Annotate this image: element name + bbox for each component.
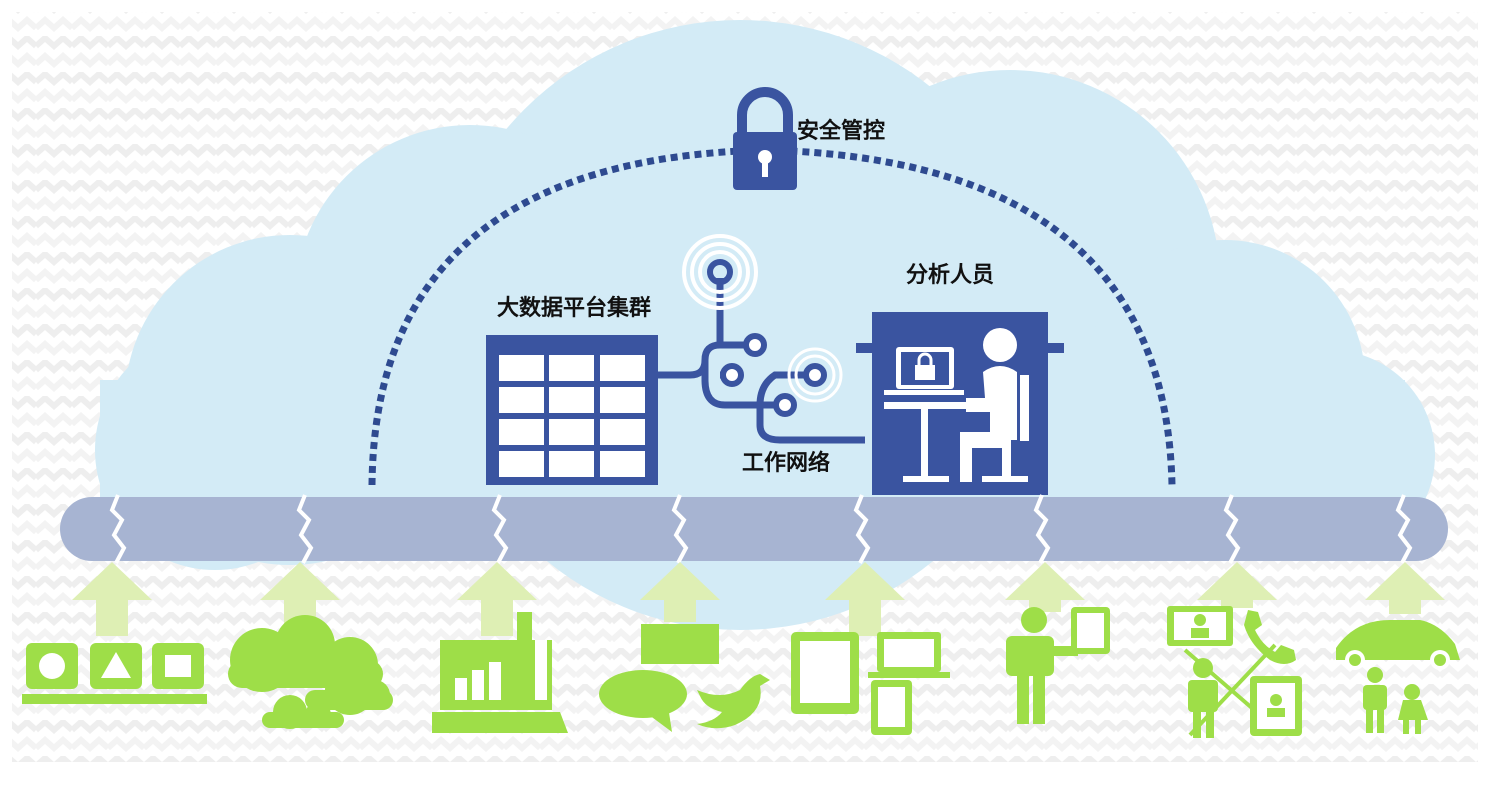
analyst-workstation-icon [856, 312, 1064, 495]
security-label: 安全管控 [797, 118, 885, 144]
wifi-signal-small-icon [787, 347, 843, 403]
clouds-icon [228, 615, 393, 729]
security-boundary-arc [368, 146, 1176, 486]
network-nodes [720, 333, 827, 417]
car-family-icon [1336, 620, 1460, 734]
person-tablet-icon [1006, 607, 1110, 724]
devices-icon [791, 632, 950, 735]
lock-icon [733, 87, 797, 190]
analytics-laptop-icon [432, 612, 568, 733]
social-chat-icon [599, 624, 770, 732]
shapes-panel-icon [22, 643, 207, 704]
data-bus [60, 494, 1448, 564]
analyst-label: 分析人员 [906, 263, 994, 288]
network-label: 工作网络 [742, 450, 830, 476]
upload-arrows [72, 562, 1445, 636]
wifi-signal-icon [682, 234, 758, 310]
communication-icon [1167, 606, 1302, 738]
platform-label: 大数据平台集群 [497, 295, 651, 321]
server-rack-icon [486, 335, 658, 485]
laptop-lock-icon [901, 352, 949, 385]
